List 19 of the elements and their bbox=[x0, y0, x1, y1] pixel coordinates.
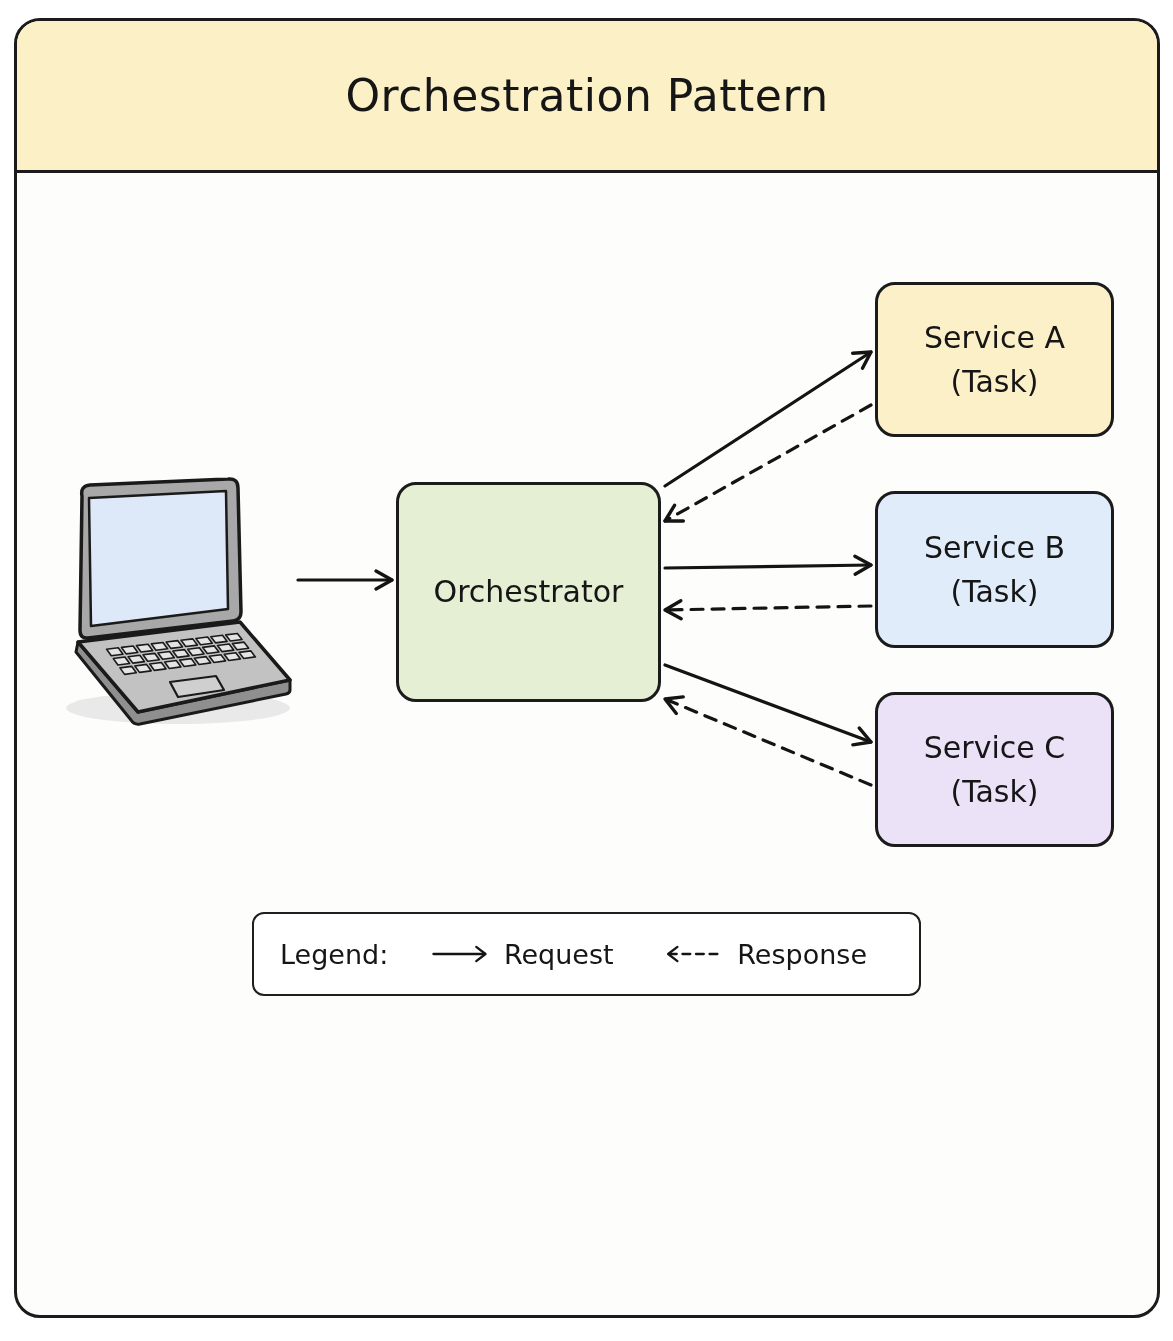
service-box bbox=[875, 282, 1114, 437]
process-box bbox=[396, 482, 661, 702]
arrow bbox=[296, 569, 394, 591]
service-box bbox=[875, 491, 1114, 648]
arrow bbox=[663, 350, 873, 488]
arrow bbox=[663, 663, 873, 747]
service-box bbox=[875, 692, 1114, 847]
node-label: Service A (Task) bbox=[923, 319, 1066, 401]
legend-text: Response bbox=[737, 938, 867, 970]
legend-heading: Legend: bbox=[280, 938, 389, 970]
arrow bbox=[663, 554, 873, 576]
dashed-arrow bbox=[663, 695, 873, 787]
diagram-title: Orchestration Pattern bbox=[345, 70, 829, 121]
dashed-arrow bbox=[663, 403, 873, 523]
node-label: Service C (Task) bbox=[922, 729, 1067, 811]
legend-text: Request bbox=[503, 938, 614, 970]
node-label: Orchestrator bbox=[433, 573, 624, 612]
dashed-arrow bbox=[663, 599, 873, 621]
node-label: Service B (Task) bbox=[923, 529, 1066, 611]
